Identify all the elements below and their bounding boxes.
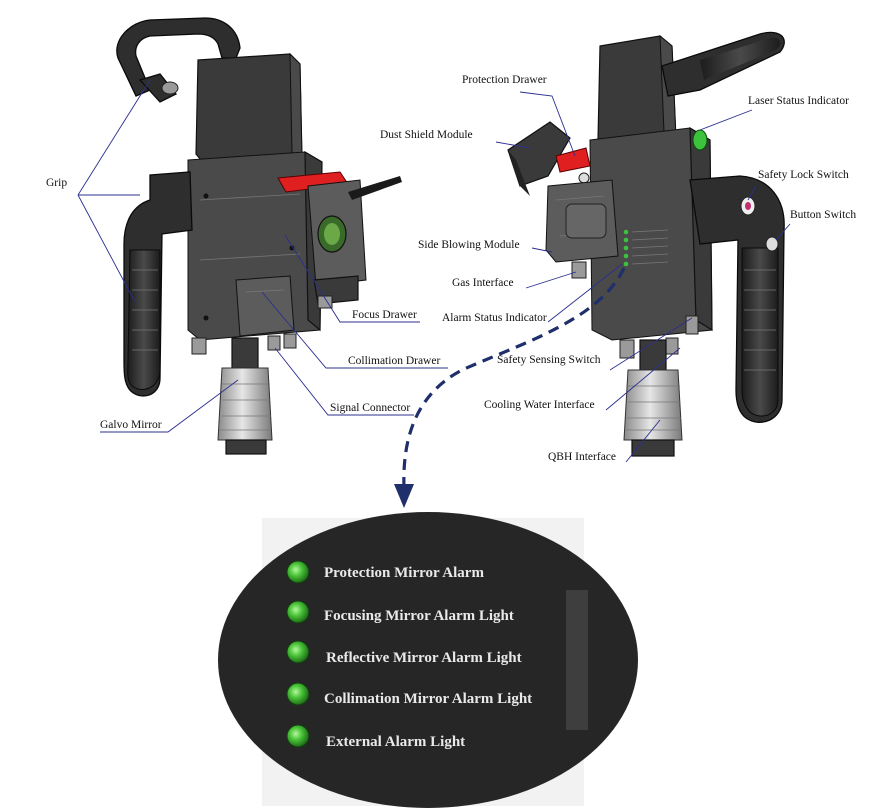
label-laser-status-indicator: Laser Status Indicator (748, 95, 849, 107)
right-device (507, 31, 785, 457)
label-cooling-water-interface: Cooling Water Interface (484, 399, 595, 411)
alarm-item-label: Focusing Mirror Alarm Light (324, 608, 514, 624)
alarm-item-label: External Alarm Light (326, 734, 465, 750)
left-leaders (77, 79, 448, 433)
label-galvo-mirror: Galvo Mirror (100, 419, 162, 431)
right-leaders (495, 91, 791, 463)
alarm-item-label: Protection Mirror Alarm (324, 565, 484, 581)
left-device (116, 17, 402, 455)
zoom-arrow (394, 267, 626, 508)
alarm-item-4: External Alarm Light (286, 724, 465, 750)
label-alarm-status-indicator: Alarm Status Indicator (442, 312, 547, 324)
alarm-item-label: Collimation Mirror Alarm Light (324, 691, 532, 707)
alarm-item-label: Reflective Mirror Alarm Light (326, 650, 522, 666)
label-protection-drawer: Protection Drawer (462, 74, 547, 86)
label-grip: Grip (46, 177, 67, 189)
alarm-led-icon (286, 600, 310, 624)
label-qbh-interface: QBH Interface (548, 451, 616, 463)
alarm-item-3: Collimation Mirror Alarm Light (286, 682, 532, 707)
label-side-blowing-module: Side Blowing Module (418, 239, 520, 251)
alarm-item-1: Focusing Mirror Alarm Light (286, 600, 514, 624)
alarm-led-icon (286, 640, 310, 664)
label-safety-lock-switch: Safety Lock Switch (758, 169, 849, 181)
alarm-led-icon (286, 682, 310, 706)
label-safety-sensing-switch: Safety Sensing Switch (497, 354, 601, 366)
label-dust-shield-module: Dust Shield Module (380, 129, 473, 141)
alarm-led-icon (286, 724, 310, 748)
label-button-switch: Button Switch (790, 209, 856, 221)
label-gas-interface: Gas Interface (452, 277, 514, 289)
alarm-led-column (623, 229, 669, 267)
label-focus-drawer: Focus Drawer (352, 309, 417, 321)
alarm-item-2: Reflective Mirror Alarm Light (286, 640, 522, 666)
alarm-panel (218, 512, 638, 808)
label-collimation-drawer: Collimation Drawer (348, 355, 440, 367)
alarm-led-icon (286, 560, 310, 584)
label-signal-connector: Signal Connector (330, 402, 410, 414)
alarm-item-0: Protection Mirror Alarm (286, 560, 484, 584)
